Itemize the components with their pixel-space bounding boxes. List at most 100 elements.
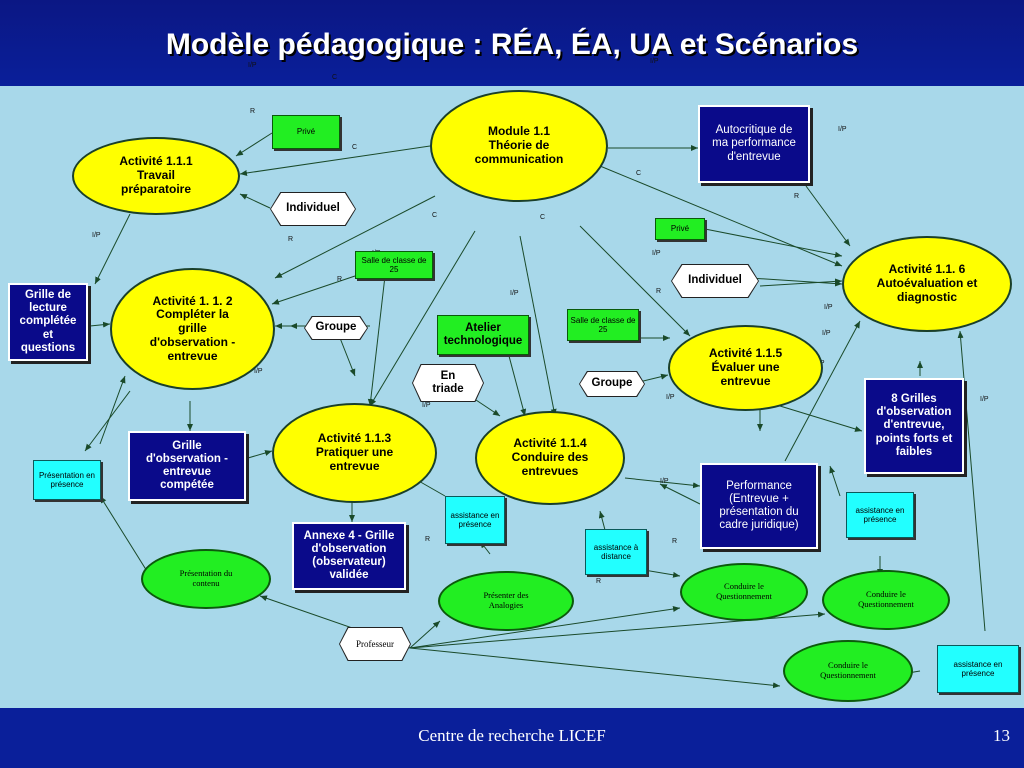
link xyxy=(759,278,843,287)
link xyxy=(624,477,701,489)
label-c: C xyxy=(352,144,358,151)
actor-professeur-label: Professeur xyxy=(340,628,410,660)
scenario-conduire-questionnement[interactable]: Conduire le Questionnement xyxy=(680,563,808,621)
label-r: R xyxy=(337,276,343,283)
link xyxy=(749,277,843,287)
label-c: C xyxy=(432,212,438,219)
label-ip: I/P xyxy=(248,62,257,69)
context-en-triade-label: En triade xyxy=(413,365,483,401)
link xyxy=(235,132,273,157)
label-r: R xyxy=(656,288,662,295)
context-individuel-label: Individuel xyxy=(271,193,355,225)
label-r: R xyxy=(794,193,800,200)
label-ip: I/P xyxy=(666,394,675,401)
assistance-distance[interactable]: assistance à distance xyxy=(585,529,647,575)
link xyxy=(829,465,841,497)
link xyxy=(519,235,557,417)
link xyxy=(409,620,441,649)
link xyxy=(957,330,986,632)
scenario-conduire-questionnement[interactable]: Conduire le Questionnement xyxy=(822,570,950,630)
resource-annexe-4[interactable]: Annexe 4 - Grille d'observation (observa… xyxy=(292,522,406,590)
resource-autocritique[interactable]: Autocritique de ma performance d'entrevu… xyxy=(698,105,810,183)
assistance-presence[interactable]: Présentation en présence xyxy=(33,460,101,500)
link xyxy=(409,647,781,689)
label-ip: I/P xyxy=(92,232,101,239)
context-individuel[interactable]: Individuel xyxy=(270,192,356,226)
activity-1-1-5[interactable]: Activité 1.1.5 Évaluer une entrevue xyxy=(668,325,823,411)
module-node[interactable]: Module 1.1 Théorie de communication xyxy=(430,90,608,202)
link xyxy=(99,375,126,445)
label-ip: I/P xyxy=(422,402,431,409)
context-prive[interactable]: Privé xyxy=(655,218,705,240)
label-ip: I/P xyxy=(510,290,519,297)
diagram-links xyxy=(84,132,986,689)
context-groupe-label: Groupe xyxy=(580,372,644,396)
activity-1-1-3[interactable]: Activité 1.1.3 Pratiquer une entrevue xyxy=(272,403,437,503)
label-c: C xyxy=(332,74,338,81)
context-prive[interactable]: Privé xyxy=(272,115,340,149)
label-r: R xyxy=(288,236,294,243)
page-number: 13 xyxy=(993,726,1010,745)
link xyxy=(339,337,356,377)
context-individuel-label: Individuel xyxy=(672,265,758,297)
resource-performance[interactable]: Performance (Entrevue + présentation du … xyxy=(700,463,818,549)
activity-1-1-2[interactable]: Activité 1. 1. 2 Compléter la grille d'o… xyxy=(110,268,275,390)
link xyxy=(89,321,111,328)
label-ip: I/P xyxy=(838,126,847,133)
label-ip: I/P xyxy=(650,58,659,65)
context-groupe-label: Groupe xyxy=(305,317,367,339)
link xyxy=(271,275,356,305)
link xyxy=(367,275,386,407)
link xyxy=(784,320,861,462)
label-ip: I/P xyxy=(660,478,669,485)
assistance-presence[interactable]: assistance en présence xyxy=(937,645,1019,693)
activity-1-1-4[interactable]: Activité 1.1.4 Conduire des entrevues xyxy=(475,411,625,505)
activity-1-1-1[interactable]: Activité 1.1.1 Travail préparatoire xyxy=(72,137,240,215)
resource-grille-lecture[interactable]: Grille de lecture complétée et questions xyxy=(8,283,88,361)
label-r: R xyxy=(425,536,431,543)
resource-grille-observation[interactable]: Grille d'observation - entrevue compétée xyxy=(128,431,246,501)
link xyxy=(99,495,151,577)
context-individuel[interactable]: Individuel xyxy=(671,264,759,298)
label-r: R xyxy=(672,538,678,545)
context-groupe[interactable]: Groupe xyxy=(579,371,645,397)
label-ip: I/P xyxy=(822,330,831,337)
slide-header: Modèle pédagogique : RÉA, ÉA, UA et Scén… xyxy=(0,0,1024,86)
slide-title: Modèle pédagogique : RÉA, ÉA, UA et Scén… xyxy=(165,28,859,61)
assistance-presence[interactable]: assistance en présence xyxy=(445,496,505,544)
scenario-presenter-analogies[interactable]: Présenter des Analogies xyxy=(438,571,574,631)
link xyxy=(805,185,851,247)
scenario-presentation-contenu[interactable]: Présentation du contenu xyxy=(141,549,271,609)
link xyxy=(704,228,843,258)
label-ip: I/P xyxy=(980,396,989,403)
label-ip: I/P xyxy=(824,304,833,311)
context-salle-classe[interactable]: Salle de classe de 25 xyxy=(355,251,433,279)
link xyxy=(579,225,691,337)
label-ip: I/P xyxy=(652,250,661,257)
context-salle-classe[interactable]: Salle de classe de 25 xyxy=(567,309,639,341)
link xyxy=(274,195,436,279)
link xyxy=(409,606,681,649)
link xyxy=(94,213,131,285)
link xyxy=(239,193,271,209)
link xyxy=(659,483,701,505)
context-atelier-technologique[interactable]: Atelier technologique xyxy=(437,315,529,355)
label-c: C xyxy=(540,214,546,221)
link xyxy=(369,230,476,407)
link xyxy=(598,510,606,531)
assistance-presence[interactable]: assistance en présence xyxy=(846,492,914,538)
link xyxy=(247,450,273,459)
footer-institution: Centre de recherche LICEF xyxy=(418,726,606,745)
slide-footer: Centre de recherche LICEF 13 xyxy=(0,708,1024,768)
resource-8-grilles[interactable]: 8 Grilles d'observation d'entrevue, poin… xyxy=(864,378,964,474)
label-r: R xyxy=(596,578,602,585)
link xyxy=(599,165,843,267)
activity-1-1-6[interactable]: Activité 1.1. 6 Autoévaluation et diagno… xyxy=(842,236,1012,332)
link xyxy=(84,390,131,452)
scenario-conduire-questionnement[interactable]: Conduire le Questionnement xyxy=(783,640,913,702)
context-en-triade[interactable]: En triade xyxy=(412,364,484,402)
label-c: C xyxy=(636,170,642,177)
actor-professeur[interactable]: Professeur xyxy=(339,627,411,661)
context-groupe[interactable]: Groupe xyxy=(304,316,368,340)
label-r: R xyxy=(250,108,256,115)
